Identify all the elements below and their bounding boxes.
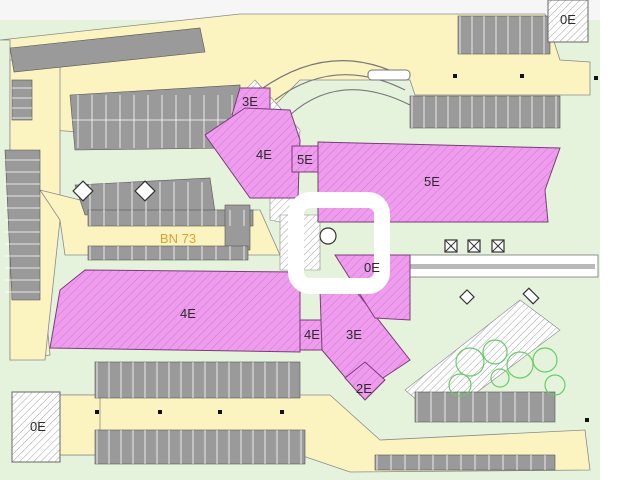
label-4e-upper: 4E bbox=[256, 147, 272, 162]
parking-bottom-upper bbox=[94, 361, 301, 399]
planter-boxes bbox=[444, 239, 505, 253]
selection-frame[interactable] bbox=[288, 192, 390, 294]
tree-cluster bbox=[448, 339, 566, 397]
parking-mid-block-2 bbox=[87, 204, 254, 261]
ramp-rect bbox=[367, 69, 411, 81]
label-0e-top-right: 0E bbox=[560, 12, 576, 27]
parking-top-row bbox=[9, 27, 206, 73]
parking-stripes bbox=[5, 16, 557, 470]
building-4e-upper bbox=[204, 107, 301, 199]
parking-top-right bbox=[457, 15, 551, 55]
walkway-right-rail bbox=[410, 264, 595, 269]
parking-bottom-lower bbox=[94, 429, 306, 465]
label-plot-name: BN 73 bbox=[160, 231, 196, 246]
road-bottom-left-stub bbox=[59, 394, 101, 456]
parking-bottom-right bbox=[374, 391, 556, 471]
fountain bbox=[319, 227, 337, 245]
label-3e-lower: 3E bbox=[346, 327, 362, 342]
label-4e-lower: 4E bbox=[180, 306, 196, 321]
block-0e-bottom-left bbox=[11, 391, 61, 463]
parking-right-row bbox=[409, 95, 561, 129]
right-white-strip bbox=[600, 0, 640, 480]
ramp-curve-2 bbox=[274, 74, 406, 101]
label-5e-small: 5E bbox=[297, 152, 313, 167]
building-4e-lower bbox=[49, 269, 301, 353]
label-3e-top: 3E bbox=[242, 94, 258, 109]
ramp-curve bbox=[259, 60, 401, 91]
parking-left-column bbox=[4, 79, 41, 301]
label-2e: 2E bbox=[356, 381, 372, 396]
label-0e-center: 0E bbox=[364, 260, 380, 275]
lamp-dots bbox=[95, 74, 598, 422]
building-2e bbox=[344, 361, 386, 401]
diamond-markers bbox=[72, 180, 540, 305]
block-0e-top-right bbox=[547, 0, 589, 43]
label-5e-big: 5E bbox=[424, 174, 440, 189]
label-4e-small: 4E bbox=[304, 327, 320, 342]
ramp-curve-3 bbox=[289, 89, 411, 116]
label-0e-bottom-left: 0E bbox=[30, 419, 46, 434]
